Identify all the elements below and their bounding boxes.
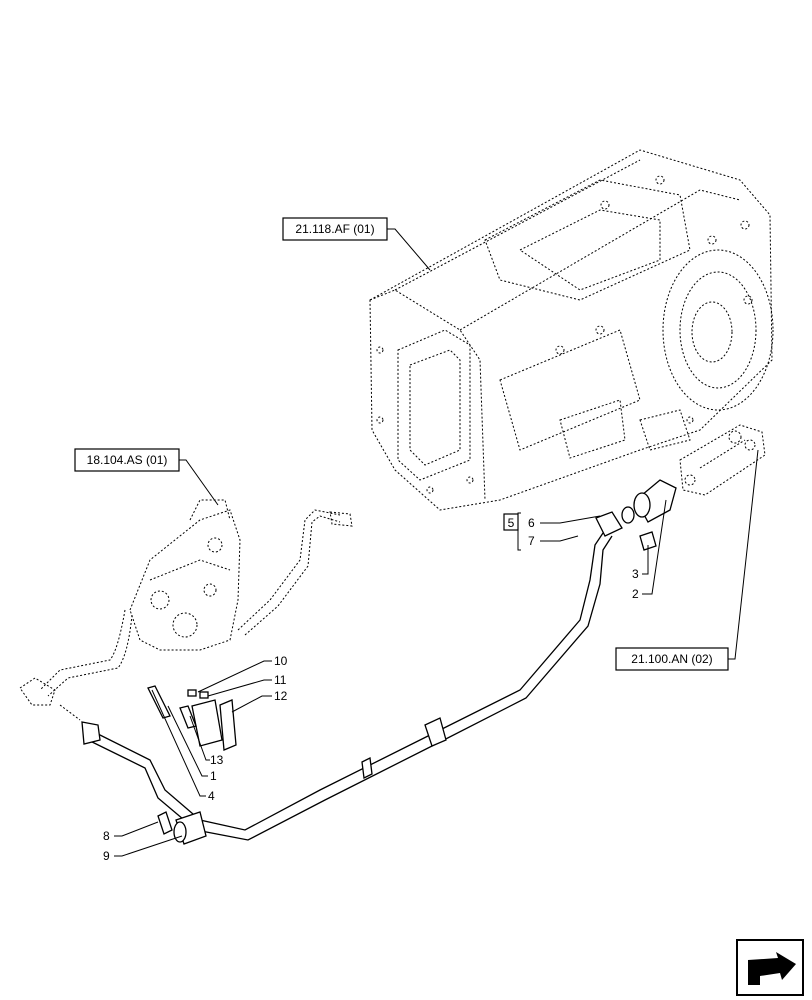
reference-valve[interactable]: 18.104.AS (01) [74, 448, 219, 506]
callout-8: 8 [103, 829, 110, 843]
callout-6: 6 [528, 516, 535, 530]
callout-3: 3 [632, 567, 639, 581]
reference-valve-label: 18.104.AS (01) [87, 453, 168, 467]
callouts: 6 7 3 2 10 11 12 13 1 4 8 9 [103, 499, 667, 863]
fitting-assembly [595, 479, 677, 551]
group-box-label: 5 [508, 516, 515, 530]
callout-13: 13 [210, 753, 224, 767]
valve-block-phantom [19, 499, 353, 706]
reference-gearbox[interactable]: 21.118.AF (01) [282, 217, 431, 271]
connection-line [59, 704, 81, 721]
next-page-arrow-icon[interactable] [736, 939, 804, 996]
coupling-phantom [679, 424, 766, 496]
callout-4: 4 [208, 789, 215, 803]
group-box-5: 5 [503, 512, 521, 551]
small-parts [147, 685, 237, 751]
callout-7: 7 [528, 534, 535, 548]
reference-coupling[interactable]: 21.100.AN (02) [615, 449, 759, 671]
reference-coupling-label: 21.100.AN (02) [631, 652, 712, 666]
callout-12: 12 [274, 689, 288, 703]
hydraulic-pipe [81, 529, 613, 841]
callout-11: 11 [274, 673, 287, 687]
callout-1: 1 [210, 769, 217, 783]
callout-9: 9 [103, 849, 110, 863]
gearbox-housing-phantom [369, 149, 774, 511]
parts-8-9 [157, 811, 207, 845]
callout-2: 2 [632, 587, 639, 601]
reference-gearbox-label: 21.118.AF (01) [295, 222, 374, 236]
callout-10: 10 [274, 654, 288, 668]
